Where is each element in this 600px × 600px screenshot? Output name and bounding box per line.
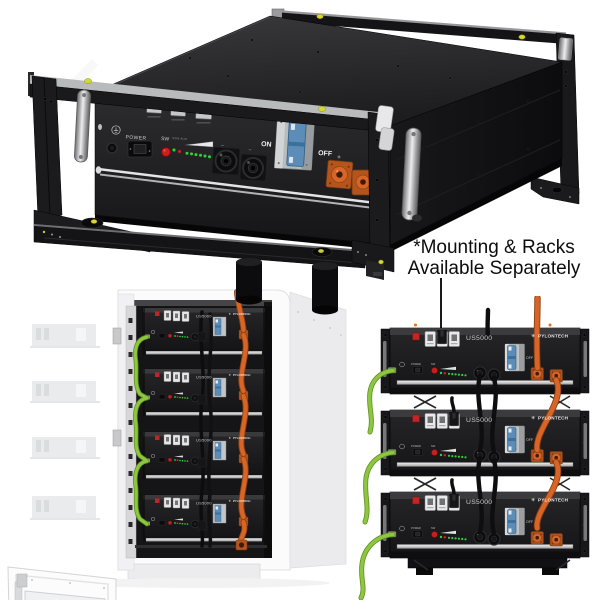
thumb-screw — [318, 106, 326, 112]
note-line-2: Available Separately — [407, 258, 581, 279]
power-label: POWER — [411, 362, 421, 366]
note-pointer-line — [440, 278, 442, 332]
handle — [401, 127, 422, 221]
comm-cables — [199, 310, 213, 548]
model-label: US5000 — [196, 501, 212, 506]
brand-label: PYLONTECH — [233, 312, 250, 316]
cabinet-door — [7, 324, 122, 600]
orange-power-connector — [325, 159, 354, 190]
thumb-screw — [518, 34, 526, 40]
pylontech-logo-icon: ✳ — [229, 436, 232, 440]
cabinet-plinth — [127, 563, 261, 580]
availability-note: *Mounting & Racks Available Separately — [392, 237, 596, 279]
model-label: US5000 — [466, 499, 492, 506]
off-label: OFF — [526, 438, 534, 442]
thumb-screw — [316, 14, 324, 19]
breaker — [274, 117, 315, 171]
model-label: US5000 — [466, 335, 492, 342]
foot-cylinder — [236, 258, 262, 305]
thumb-screw — [90, 219, 98, 224]
stack-base — [407, 555, 568, 575]
brand-label: PYLONTECH — [538, 498, 569, 503]
cabinet-photo: US5000 US5000 US5000 US5000 ✳ PYLONTECH … — [7, 289, 347, 600]
thumb-screw — [317, 248, 325, 254]
door-hinge — [112, 429, 122, 447]
power-switch — [127, 140, 153, 158]
front-mounting-bracket — [28, 72, 395, 315]
pylontech-logo-icon: ✳ — [531, 498, 535, 504]
pylontech-logo-icon: ✳ — [531, 416, 535, 422]
led-indicators — [172, 148, 211, 159]
minus-label: − — [221, 143, 224, 149]
door-hinge — [112, 327, 122, 345]
dc-connector — [240, 154, 267, 181]
brand-label: PYLONTECH — [233, 499, 250, 503]
bracket-clip — [375, 105, 395, 151]
comm-cables — [450, 307, 498, 537]
thumb-screw — [378, 259, 384, 265]
power-label: POWER — [411, 444, 421, 448]
off-label: OFF — [318, 150, 333, 158]
model-label: US5000 — [196, 438, 212, 443]
dc-connector — [212, 147, 240, 175]
model-label: US5000 — [466, 417, 492, 424]
sw-label: SW — [431, 362, 436, 366]
orange-power-connector — [351, 169, 375, 196]
note-line-1: *Mounting & Racks — [413, 237, 575, 258]
pylontech-logo-icon: ✳ — [229, 373, 232, 377]
sw-label: SW — [161, 136, 170, 142]
power-label: POWER — [125, 135, 146, 142]
brand-label: PYLONTECH — [538, 416, 569, 421]
modules-seen-through-glass — [30, 324, 100, 520]
thumb-screw — [84, 78, 92, 84]
power-label: POWER — [411, 526, 421, 530]
run-alm-label: RUN ALM — [172, 136, 187, 141]
sw-label: SW — [431, 526, 436, 530]
brand-label: PYLONTECH — [233, 436, 250, 440]
rack-battery-unit-photo: POWER SW RUN ALM − − — [28, 8, 580, 315]
orange-power-cables — [533, 296, 562, 532]
ground-icon — [111, 125, 121, 135]
plus-label: + — [337, 154, 341, 161]
battery-unit-body: POWER SW RUN ALM − − — [94, 15, 563, 252]
ground-cables — [358, 368, 396, 600]
front-rail-strip — [100, 168, 378, 210]
sw-button — [161, 147, 171, 157]
model-label: US5000 — [196, 375, 212, 380]
off-label: OFF — [526, 520, 534, 524]
pylontech-logo-icon: ✳ — [229, 499, 232, 503]
minus-label: − — [248, 148, 251, 154]
stacked-batteries-photo: US5000 US5000 US5000 ✳ PYLONTECH ✳ PYLON… — [358, 296, 590, 600]
sw-label: SW — [431, 444, 436, 448]
port-plugs — [437, 330, 459, 508]
model-label: US5000 — [196, 314, 212, 319]
pylontech-logo-icon: ✳ — [531, 334, 535, 340]
brand-label: PYLONTECH — [233, 373, 250, 377]
foot-cylinder — [312, 262, 338, 315]
off-label: OFF — [526, 356, 534, 360]
door-glass — [24, 590, 106, 600]
on-label: ON — [261, 141, 272, 149]
door-screws — [31, 579, 105, 589]
ground-cables — [133, 334, 150, 527]
brand-label: PYLONTECH — [538, 334, 569, 339]
handle — [74, 89, 91, 163]
pylontech-logo-icon: ✳ — [229, 312, 232, 316]
soc-wedge — [184, 141, 214, 148]
